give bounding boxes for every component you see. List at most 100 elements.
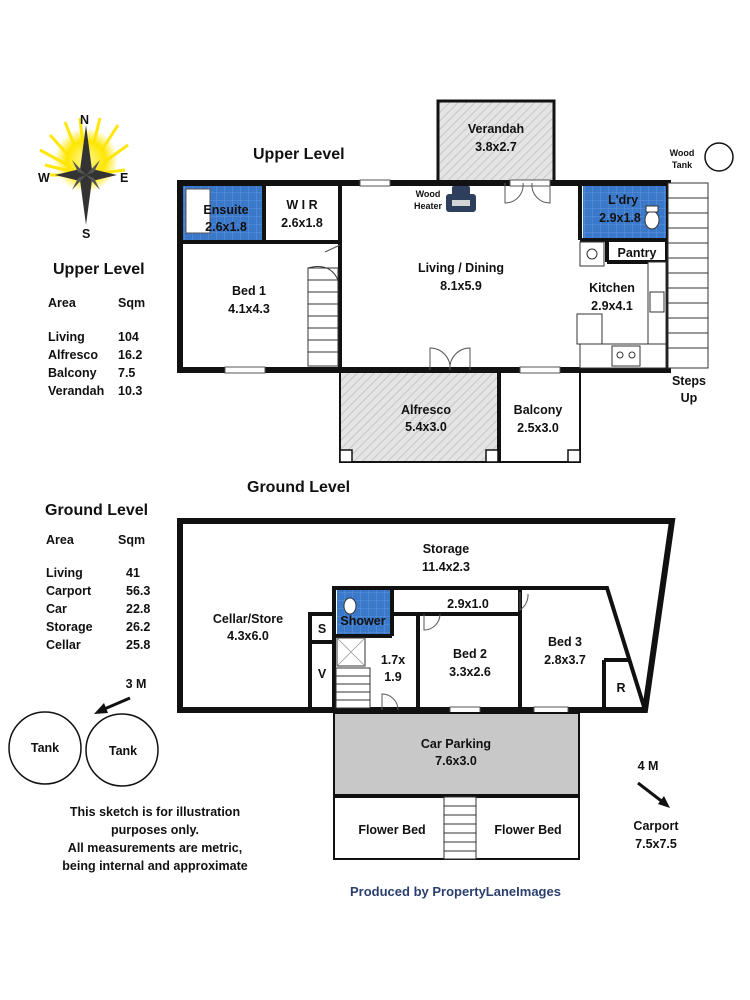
three-m-label: 3 M <box>126 677 147 691</box>
table-row: Storage 26.2 <box>46 618 166 636</box>
area-cell: Living <box>46 566 83 580</box>
area-cell: Living <box>48 330 85 344</box>
wood-heater-label-1: Wood <box>416 189 441 199</box>
stair-hall-dim-2: 1.9 <box>384 670 401 684</box>
table-row: Car 22.8 <box>46 600 166 618</box>
shower-name: Shower <box>340 614 385 628</box>
ground-area-table: Area Sqm Living 41 Carport 56.3 Car 22.8… <box>46 531 166 656</box>
upper-table-heading: Upper Level <box>53 261 145 278</box>
kitchen-benches <box>576 241 667 369</box>
pantry-name: Pantry <box>618 246 657 260</box>
car-parking-dim: 7.6x3.0 <box>435 754 477 768</box>
upper-col-sqm: Sqm <box>118 296 146 310</box>
balcony-name: Balcony <box>514 403 563 417</box>
disclaimer-line-4: being internal and approximate <box>62 859 248 873</box>
ldry-dim: 2.9x1.8 <box>599 211 641 225</box>
wir-dim: 2.6x1.8 <box>281 216 323 230</box>
living-name: Living / Dining <box>418 261 504 275</box>
r-label: R <box>616 681 625 695</box>
table-row: Balcony 7.5 <box>48 364 168 382</box>
bed2-name: Bed 2 <box>453 647 487 661</box>
wood-heater-icon <box>446 186 476 212</box>
ground-col-sqm: Sqm <box>118 533 146 547</box>
tank-left-label: Tank <box>31 741 59 755</box>
flower-bed-left: Flower Bed <box>358 823 425 837</box>
wood-tank-label-1: Wood <box>670 148 695 158</box>
bed3-name: Bed 3 <box>548 635 582 649</box>
ground-stairs <box>335 667 371 709</box>
sqm-cell: 25.8 <box>126 638 151 652</box>
balcony-area <box>499 369 581 463</box>
sqm-cell: 26.2 <box>126 620 151 634</box>
wood-heater-label-2: Heater <box>414 201 443 211</box>
cellar-dim: 4.3x6.0 <box>227 629 269 643</box>
wood-tank-circle <box>704 142 734 172</box>
verandah-dim: 3.8x2.7 <box>475 140 517 154</box>
bed3-dim: 2.8x3.7 <box>544 653 586 667</box>
disclaimer-line-2: purposes only. <box>111 823 199 837</box>
disclaimer-line-1: This sketch is for illustration <box>69 805 241 819</box>
ground-level-heading: Ground Level <box>247 479 351 496</box>
table-row: Alfresco 16.2 <box>48 346 168 364</box>
sqm-cell: 56.3 <box>126 584 151 598</box>
v-label: V <box>318 667 327 681</box>
stair-hall-dim-1: 1.7x <box>381 653 405 667</box>
cellar-name: Cellar/Store <box>213 612 283 626</box>
sqm-cell: 16.2 <box>118 348 143 362</box>
hall-dim: 2.9x1.0 <box>447 597 489 611</box>
table-row: Carport 56.3 <box>46 582 166 600</box>
compass-n: N <box>80 113 89 127</box>
tank-right-label: Tank <box>109 744 137 758</box>
upper-level-heading: Upper Level <box>253 146 345 163</box>
producer-credit: Produced by PropertyLaneImages <box>350 884 561 899</box>
area-cell: Car <box>46 602 67 616</box>
compass-s: S <box>82 227 90 241</box>
bed1-dim: 4.1x4.3 <box>228 302 270 316</box>
area-cell: Verandah <box>48 384 105 398</box>
bed2-dim: 3.3x2.6 <box>449 665 491 679</box>
kitchen-name: Kitchen <box>589 281 635 295</box>
sqm-cell: 7.5 <box>118 366 136 380</box>
outdoor-steps <box>667 182 709 369</box>
ground-col-area: Area <box>46 533 74 547</box>
area-cell: Balcony <box>48 366 97 380</box>
upper-col-area: Area <box>48 296 76 310</box>
kitchen-dim: 2.9x4.1 <box>591 299 633 313</box>
carport-label-1: Carport <box>633 819 679 833</box>
arrow-4m-icon <box>637 781 670 808</box>
s-label: S <box>318 622 326 636</box>
tank-left-circle <box>8 711 82 785</box>
steps-label-1: Steps <box>672 374 706 388</box>
disclaimer-line-3: All measurements are metric, <box>67 841 243 855</box>
alfresco-name: Alfresco <box>401 403 451 417</box>
sqm-cell: 41 <box>126 566 140 580</box>
area-cell: Carport <box>46 584 92 598</box>
upper-area-table: Area Sqm Living 104 Alfresco 16.2 Balcon… <box>48 294 168 404</box>
area-cell: Cellar <box>46 638 81 652</box>
ensuite-dim: 2.6x1.8 <box>205 220 247 234</box>
bed1-name: Bed 1 <box>232 284 266 298</box>
ensuite-name: Ensuite <box>203 203 248 217</box>
arrow-3m-icon <box>94 696 131 714</box>
wood-tank-label-2: Tank <box>672 160 693 170</box>
storage-dim: 11.4x2.3 <box>422 560 470 574</box>
compass-rose-icon <box>39 117 129 225</box>
upper-stairs <box>307 266 339 367</box>
living-dim: 8.1x5.9 <box>440 279 482 293</box>
carport-label-2: 7.5x7.5 <box>635 837 677 851</box>
flower-bed-right: Flower Bed <box>494 823 561 837</box>
sqm-cell: 10.3 <box>118 384 143 398</box>
sqm-cell: 22.8 <box>126 602 151 616</box>
storage-name: Storage <box>423 542 470 556</box>
compass-e: E <box>120 171 128 185</box>
compass-w: W <box>38 171 50 185</box>
four-m-label: 4 M <box>638 759 659 773</box>
disclaimer-note: This sketch is for illustration purposes… <box>45 803 265 875</box>
car-parking-name: Car Parking <box>421 737 491 751</box>
table-row: Living 104 <box>48 328 168 346</box>
wir-name: W I R <box>286 198 317 212</box>
table-row: Verandah 10.3 <box>48 382 168 400</box>
alfresco-area <box>339 369 499 463</box>
area-cell: Alfresco <box>48 348 99 362</box>
area-cell: Storage <box>46 620 93 634</box>
